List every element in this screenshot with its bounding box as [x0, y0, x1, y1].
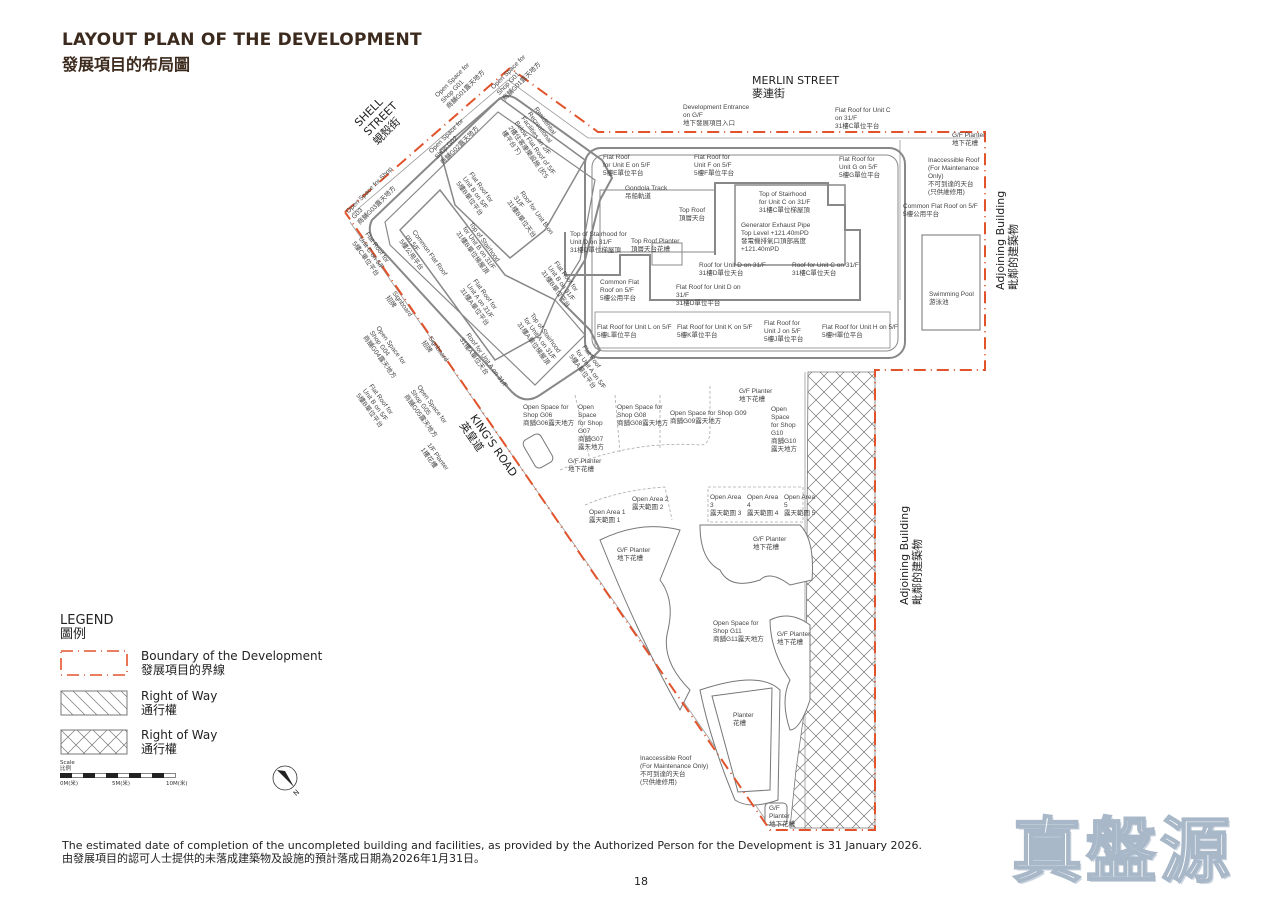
plan-label: Flat Roof for Unit G on 5/F 5樓G單位平台 [839, 156, 881, 179]
boundary-symbol-icon [60, 650, 128, 676]
north-label: N [291, 788, 302, 798]
plan-label: Flat Roof for Unit L on 5/F 5樓L單位平台 [597, 324, 672, 339]
legend: LEGEND 圖例 Boundary of the Development 發展… [60, 613, 322, 757]
legend-label: Right of Way 通行權 [141, 689, 218, 717]
plan-label: Swimming Pool 游泳池 [929, 291, 974, 306]
plan-label: G/F Planter 地下花槽 [739, 388, 773, 403]
page-title: LAYOUT PLAN OF THE DEVELOPMENT 發展項目的布局圖 [62, 30, 422, 75]
plan-label: Flat Roof for Unit K on 5/F 5樓K單位平台 [677, 324, 753, 339]
title-en: LAYOUT PLAN OF THE DEVELOPMENT [62, 30, 422, 50]
plan-label: Flat Roof for Unit C on 31/F 31樓C單位平台 [835, 107, 891, 130]
plan-label: Inaccessible Roof (For Maintenance Only)… [640, 755, 709, 786]
completion-date-note: The estimated date of completion of the … [62, 839, 923, 865]
plan-label: Open Space for Shop G08 商舖G08露天地方 [617, 404, 669, 427]
plan-label: Open Area 4 露天範圍 4 [747, 494, 779, 517]
plan-label: Top of Stairhood for Unit C on 31/F 31樓C… [759, 191, 811, 214]
diagonal-hatch-icon [60, 690, 128, 716]
tower-ab-outline [368, 95, 614, 401]
plan-label: Flat Roof for Unit D on 31/F 31樓D單位平台 [676, 284, 741, 307]
north-arrow: N [272, 765, 302, 805]
plan-label: G/F Planter 地下花槽 [952, 132, 986, 147]
legend-item-right-of-way-diagonal: Right of Way 通行權 [60, 689, 360, 720]
scale-bar-graphic [60, 773, 176, 778]
plan-label: Open Space for Shop G10 商舖G10 露天地方 [771, 406, 797, 453]
legend-item-right-of-way-cross: Right of Way 通行權 [60, 728, 360, 759]
plan-label: Generator Exhaust Pipe Top Level +121.40… [741, 222, 811, 253]
plan-label: Roof for Unit C on 31/F 31樓C單位天台 [792, 262, 859, 277]
plan-label: Open Space for Shop G06 商舖G06露天地方 [523, 404, 575, 427]
scale-bar: Scale 比例 0M(米) 5M(米) 10M(米) [60, 760, 190, 787]
plan-label: Inaccessible Roof (For Maintenance Only)… [928, 157, 980, 196]
plan-label: Flat Roof for Unit H on 5/F 5樓H單位平台 [822, 324, 898, 339]
plan-label: Gondola Track 吊船軌道 [625, 185, 668, 200]
plan-label: Top Roof 頂層天台 [679, 207, 706, 222]
development-boundary [344, 66, 986, 831]
plan-label: Open Area 5 露天範圍 5 [784, 494, 816, 517]
plan-label: Flat Roof for Unit E on 5/F 5樓E單位平台 [603, 154, 651, 177]
plan-label: Flat Roof for Unit J on 5/F 5樓J單位平台 [764, 320, 804, 343]
legend-item-boundary: Boundary of the Development 發展項目的界線 [60, 649, 360, 680]
plan-label: Planter 花槽 [733, 712, 754, 727]
plan-label: Flat Roof for Unit F on 5/F 5樓F單位平台 [694, 154, 735, 177]
ground-features [522, 433, 813, 826]
scale-tick: 10M(米) [166, 781, 188, 787]
street-name-merlin: MERLIN STREET 麥連街 [752, 74, 840, 100]
adjoining-building-label-top: Adjoining Building 毗鄰的建築物 [994, 190, 1020, 290]
plan-label: G/F Planter 地下花槽 [568, 458, 602, 473]
legend-label: Boundary of the Development 發展項目的界線 [141, 649, 323, 677]
site-outlines [349, 79, 980, 830]
plan-label: Open Space for Shop G09 商舖G09露天地方 [670, 410, 747, 425]
plan-label: G/F Planter 地下花槽 [753, 536, 787, 551]
plan-label: G/F Planter 地下花槽 [617, 547, 651, 562]
scale-label: Scale 比例 [60, 760, 75, 772]
legend-label: Right of Way 通行權 [141, 728, 218, 756]
legend-heading: LEGEND 圖例 [60, 613, 114, 642]
tower-cd-outline [564, 147, 981, 359]
title-zh: 發展項目的布局圖 [62, 55, 191, 74]
scale-tick: 5M(米) [112, 781, 131, 787]
plan-label: Common Flat Roof on 5/F 5樓公用平台 [903, 203, 978, 218]
page-number: 18 [634, 875, 648, 888]
plan-label: G/F Planter 地下花槽 [777, 631, 811, 646]
plan-label: Open Space for Shop G07 商舖G07 露天地方 [578, 404, 604, 451]
north-arrow-icon [272, 765, 298, 791]
plan-label: Roof for Unit D on 31/F 31樓D單位天台 [699, 262, 766, 277]
plan-label: Open Space for Shop G11 商舖G11露天地方 [713, 620, 764, 643]
watermark-logo: 真盤源 [1011, 809, 1234, 893]
adjoining-building-label-bottom: Adjoining Building 毗鄰的建築物 [898, 505, 924, 605]
scale-tick: 0M(米) [60, 781, 79, 787]
plan-label: Open Area 3 露天範圍 3 [710, 494, 742, 517]
plan-label: Top Roof Planter 頂層天台花槽 [631, 238, 680, 253]
plan-label: Open Area 2 露天範圍 2 [632, 496, 669, 511]
plan-label: Top of Stairhood for Unit D on 31/F 31樓D… [570, 231, 627, 254]
plan-label: G/F Planter 地下花槽 [769, 805, 795, 828]
cross-hatch-icon [60, 729, 128, 755]
plan-label: Common Flat Roof on 5/F 5樓公用平台 [600, 279, 640, 302]
open-space-dashes [559, 385, 804, 523]
plan-label: Development Entrance on G/F 地下發展項目入口 [683, 104, 750, 127]
plan-label: Open Area 1 露天範圍 1 [589, 509, 626, 524]
